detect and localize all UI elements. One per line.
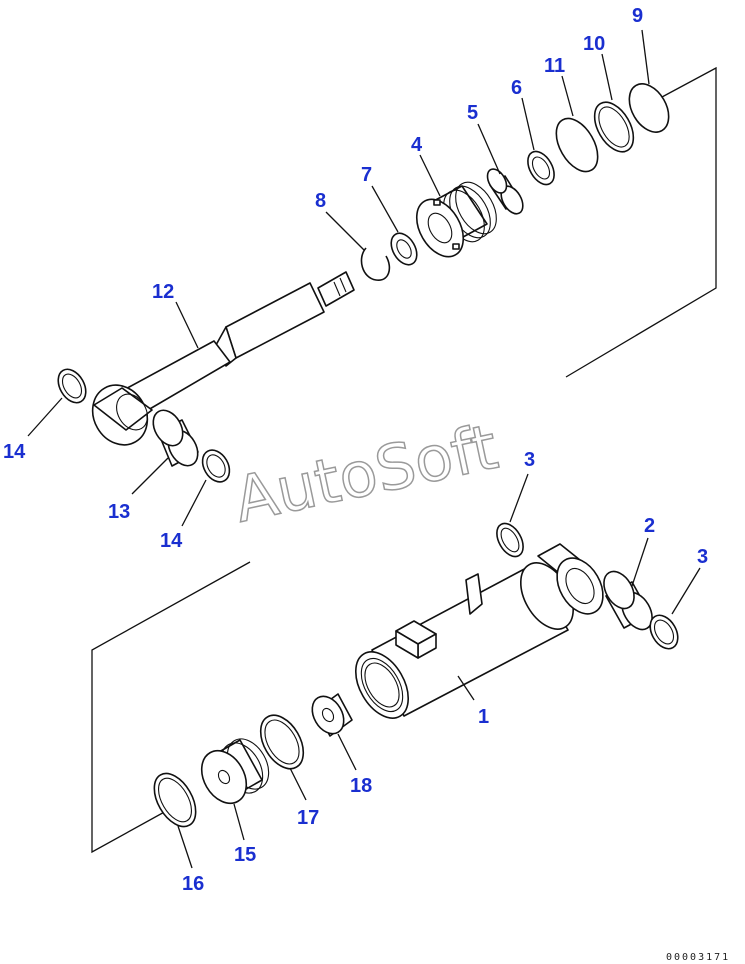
callout-16: 16 <box>182 873 204 895</box>
part-13-bushing <box>152 409 199 467</box>
part-16-wear-ring <box>153 772 197 828</box>
part-3-dust-seal-right <box>649 614 679 650</box>
upper-frame-line <box>565 66 717 378</box>
callout-14-left: 14 <box>3 441 26 463</box>
part-3-dust-seal-top <box>496 522 524 558</box>
callout-3-top: 3 <box>524 449 535 471</box>
part-9-o-ring <box>628 83 670 133</box>
callout-4: 4 <box>411 134 423 156</box>
callout-1: 1 <box>478 706 489 728</box>
callout-5: 5 <box>467 102 478 124</box>
part-17-ring <box>259 714 305 770</box>
part-7-ring <box>390 232 418 266</box>
part-14-dust-seal-right <box>201 449 231 483</box>
part-12-piston-rod <box>91 271 355 446</box>
callout-9: 9 <box>632 5 643 27</box>
part-8-snap-ring <box>360 247 391 281</box>
drawing-code: 00003171 <box>666 952 730 963</box>
leader-lines <box>27 29 701 869</box>
part-10-backup-ring <box>593 101 635 153</box>
watermark: AutoSoft <box>228 410 504 537</box>
callout-13: 13 <box>108 501 130 523</box>
part-18-nut <box>311 693 353 737</box>
part-15-cylinder-head <box>200 738 270 805</box>
part-1-cylinder-tube <box>354 543 604 719</box>
callout-12: 12 <box>152 281 174 303</box>
part-4-piston <box>415 181 497 258</box>
callout-15: 15 <box>234 844 256 866</box>
callout-14-bottom: 14 <box>160 530 183 552</box>
callout-6: 6 <box>511 77 522 99</box>
callout-2: 2 <box>644 515 655 537</box>
callout-11: 11 <box>544 55 565 77</box>
callout-18: 18 <box>350 775 372 797</box>
part-14-dust-seal-left <box>57 368 87 404</box>
callout-3-right: 3 <box>697 546 708 568</box>
callout-7: 7 <box>361 164 372 186</box>
part-6-bushing <box>527 150 555 186</box>
part-2-bushing <box>603 570 653 631</box>
callout-17: 17 <box>297 807 319 829</box>
lower-frame-line <box>91 561 251 854</box>
part-11-o-ring <box>555 117 599 173</box>
callout-10: 10 <box>583 33 605 55</box>
part-5-collar <box>486 168 524 215</box>
callout-8: 8 <box>315 190 326 212</box>
